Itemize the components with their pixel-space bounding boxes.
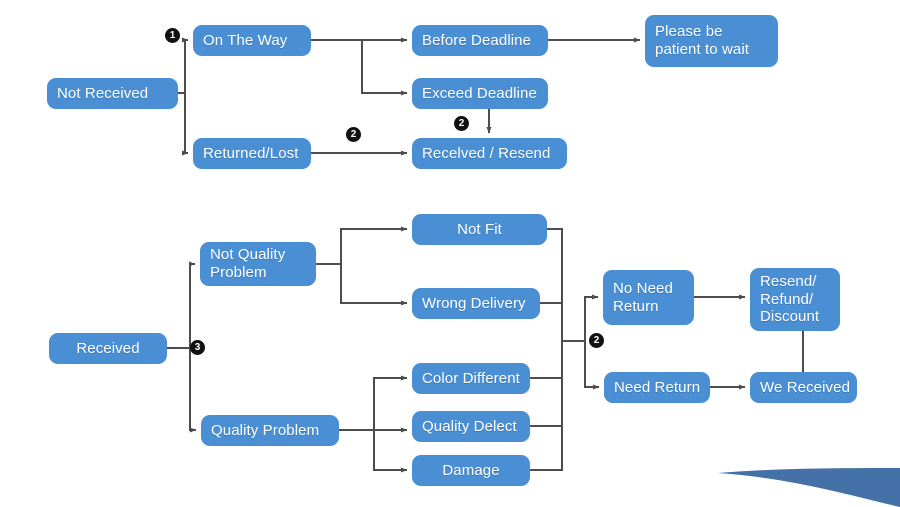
marker-1-on-the-way-badge: 1 (165, 28, 180, 43)
marker-3-received-badge: 3 (190, 340, 205, 355)
node-exceed-deadline[interactable]: Exceed Deadline (412, 78, 548, 109)
node-wrong-delivery[interactable]: Wrong Delivery (412, 288, 540, 319)
edge-notquality-notfit (316, 226, 408, 265)
edge-damage-bus (530, 341, 563, 471)
node-received-resend[interactable]: Recelved / Resend (412, 138, 567, 169)
node-damage[interactable]: Damage (412, 455, 530, 486)
edge-ontheway-exceed (361, 40, 408, 96)
node-need-return[interactable]: Need Return (604, 372, 710, 403)
edge-received-quality (189, 348, 197, 433)
node-no-need-return[interactable]: No Need Return (603, 270, 694, 325)
edge-quality-color (339, 375, 408, 431)
node-quality-problem[interactable]: Quality Problem (201, 415, 339, 446)
edge-not-received-returned (181, 93, 189, 156)
node-resend-refund[interactable]: Resend/ Refund/ Discount (750, 268, 840, 331)
edge-received-split (167, 261, 196, 349)
node-returned-lost[interactable]: Returned/Lost (193, 138, 311, 169)
node-color-different[interactable]: Color Different (412, 363, 530, 394)
marker-2-exceed-badge: 2 (454, 116, 469, 131)
node-received[interactable]: Received (49, 333, 167, 364)
node-before-deadline[interactable]: Before Deadline (412, 25, 548, 56)
edge-bus-needreturn (584, 341, 600, 390)
node-quality-delect[interactable]: Quality Delect (412, 411, 530, 442)
edge-not-received-split (178, 37, 189, 94)
node-we-received[interactable]: We Received (750, 372, 857, 403)
node-on-the-way[interactable]: On The Way (193, 25, 311, 56)
node-not-quality[interactable]: Not Quality Problem (200, 242, 316, 286)
edge-notfit-bus (547, 228, 563, 341)
marker-2-returned-badge: 2 (346, 127, 361, 142)
node-not-fit[interactable]: Not Fit (412, 214, 547, 245)
edge-notquality-wrong (340, 264, 408, 306)
node-not-received[interactable]: Not Received (47, 78, 178, 109)
node-please-wait[interactable]: Please be patient to wait (645, 15, 778, 67)
edge-quality-damage (373, 430, 408, 473)
marker-2-return-split-badge: 2 (589, 333, 604, 348)
edge-bus-noneedreturn (562, 294, 599, 342)
